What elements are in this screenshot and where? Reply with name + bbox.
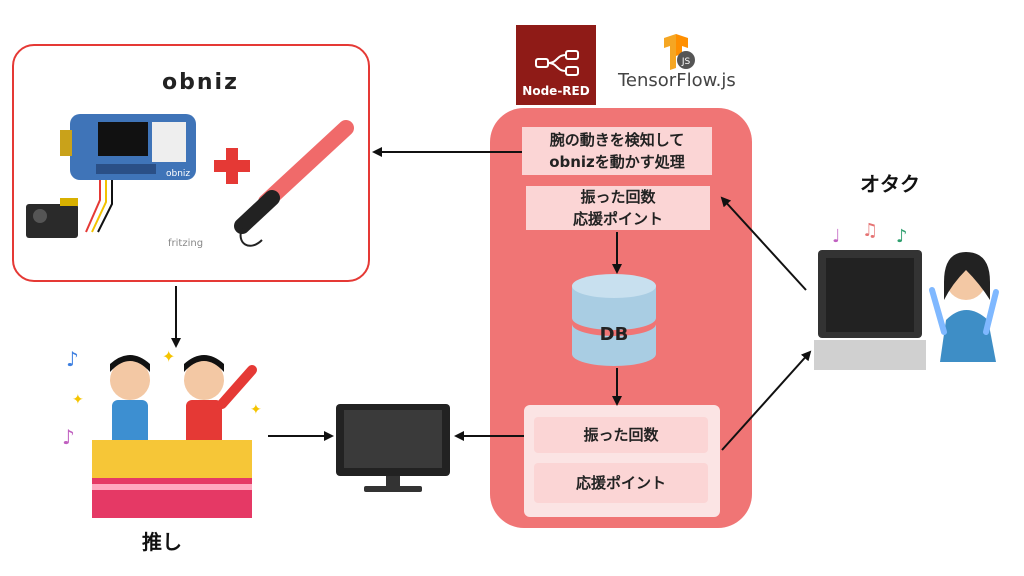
music-note-icon: ♪: [66, 347, 79, 371]
arrow-stats-to-otaku: [721, 350, 812, 451]
idols-illustration: [92, 355, 257, 518]
stats-upper-box: 振った回数 応援ポイント: [526, 186, 710, 230]
tensorflow-icon: JS: [664, 34, 695, 70]
tensorflow-label: TensorFlow.js: [618, 70, 736, 91]
music-note-icon: ♫: [862, 220, 878, 241]
detection-process-box: 腕の動きを検知して obnizを動かす処理: [522, 127, 712, 175]
plus-icon: [214, 148, 250, 184]
sparkle-icon: ✦: [250, 402, 262, 418]
nodered-logo: [516, 25, 596, 105]
stats-upper-label: 振った回数 応援ポイント: [572, 188, 663, 228]
music-note-icon: ♪: [896, 226, 908, 247]
light-stick-icon: [234, 120, 354, 247]
swing-count-label: 振った回数: [583, 426, 659, 444]
otaku-illustration: [814, 250, 999, 370]
servo-motor-icon: [26, 198, 78, 238]
obniz-board-icon: obniz: [60, 114, 196, 180]
obniz-logo: obniz: [162, 70, 239, 95]
db-label: DB: [600, 324, 629, 345]
nodered-label: Node-RED: [522, 84, 590, 98]
swing-count-box: 振った回数: [534, 417, 708, 453]
detection-process-label: 腕の動きを検知して obnizを動かす処理: [549, 131, 685, 171]
cheer-points-box: 応援ポイント: [534, 463, 708, 503]
arrow-otaku-to-process: [720, 196, 807, 291]
board-label: obniz: [166, 169, 190, 179]
music-note-icon: ♩: [832, 226, 841, 247]
sparkle-icon: ✦: [72, 392, 84, 408]
otaku-label: オタク: [860, 172, 920, 196]
cheer-points-label: 応援ポイント: [575, 474, 666, 492]
fritzing-credit: fritzing: [168, 238, 204, 249]
music-note-icon: ♪: [62, 425, 75, 449]
tensorflow-badge: JS: [681, 57, 691, 67]
monitor-icon: [336, 404, 450, 492]
sparkle-icon: ✦: [162, 347, 175, 366]
database-icon: DB: [572, 274, 656, 366]
oshi-label: 推し: [142, 530, 182, 554]
nodered-flow-icon: [535, 50, 579, 76]
